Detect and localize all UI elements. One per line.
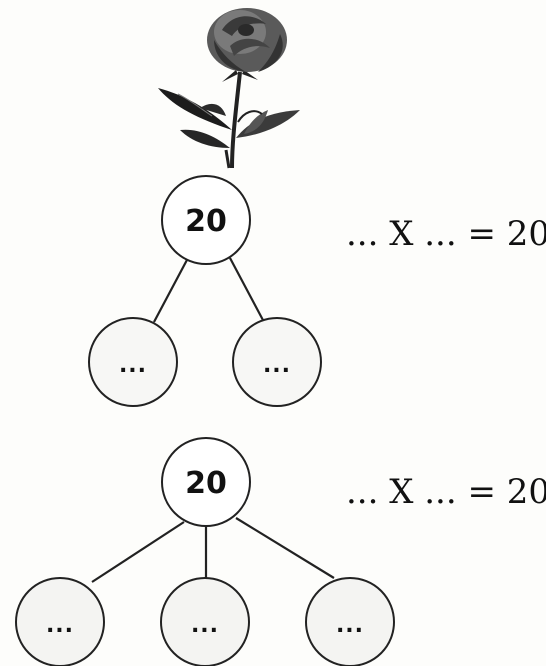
tree-1-edges [153, 257, 265, 323]
tree-2-root-value: 20 [185, 466, 227, 501]
tree-1-right-leaf-value: ... [263, 353, 291, 378]
tree-1-right-leaf: ... [232, 317, 322, 407]
tree-2-equation: ... X ... = 20 [346, 472, 546, 512]
tree-1-root-value: 20 [185, 204, 227, 239]
tree-2-right-leaf: ... [305, 577, 395, 666]
tree-1-left-leaf: ... [88, 317, 178, 407]
tree-2-edges [91, 517, 335, 583]
tree-2-left-leaf-value: ... [46, 613, 74, 638]
tree-2-root-node: 20 [161, 437, 251, 527]
rose-icon [158, 8, 300, 169]
tree-2-middle-leaf: ... [160, 577, 250, 666]
tree-2-left-leaf: ... [15, 577, 105, 666]
tree-2-right-leaf-value: ... [336, 613, 364, 638]
tree-1-left-leaf-value: ... [119, 353, 147, 378]
tree-2-middle-leaf-value: ... [191, 613, 219, 638]
tree-1-root-node: 20 [161, 175, 251, 265]
tree-1-equation: ... X ... = 20 [346, 214, 546, 254]
